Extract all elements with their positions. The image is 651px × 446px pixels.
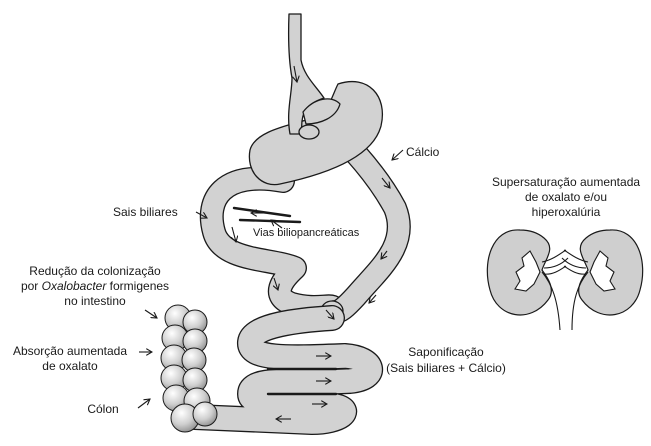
pancreatic-duct-lumen (240, 220, 300, 222)
label-absorcao-1: Absorção aumentada (13, 344, 127, 358)
label-supersaturacao-3: hiperoxalúria (532, 205, 601, 219)
small-intestine-coils-icon (195, 318, 370, 422)
label-sais-biliares: Sais biliares (113, 205, 178, 219)
kidney-icon (487, 230, 568, 330)
label-saponificacao-1: Saponificação (408, 345, 484, 359)
label-colon: Cólon (87, 402, 118, 416)
arrow-icon (145, 310, 157, 318)
kidney-icon (562, 230, 643, 330)
bile-duct-lumen (234, 208, 290, 216)
label-vias-biliopancreaticas: Vias biliopancreáticas (253, 227, 360, 239)
arrow-icon (138, 399, 150, 408)
label-saponificacao-2: (Sais biliares + Cálcio) (386, 361, 506, 375)
label-reducao-3: no intestino (64, 294, 126, 308)
label-supersaturacao-2: de oxalato e/ou (525, 190, 607, 204)
gastric-pouch (299, 125, 319, 139)
label-calcio: Cálcio (406, 145, 440, 159)
label-reducao-2: por Oxalobacter formigenes (21, 279, 169, 293)
arrow-icon (392, 150, 403, 160)
label-reducao-1: Redução da colonização (29, 264, 161, 278)
colon-icon (161, 305, 217, 432)
label-supersaturacao-1: Supersaturação aumentada (492, 175, 640, 189)
label-absorcao-2: de oxalato (42, 359, 98, 373)
